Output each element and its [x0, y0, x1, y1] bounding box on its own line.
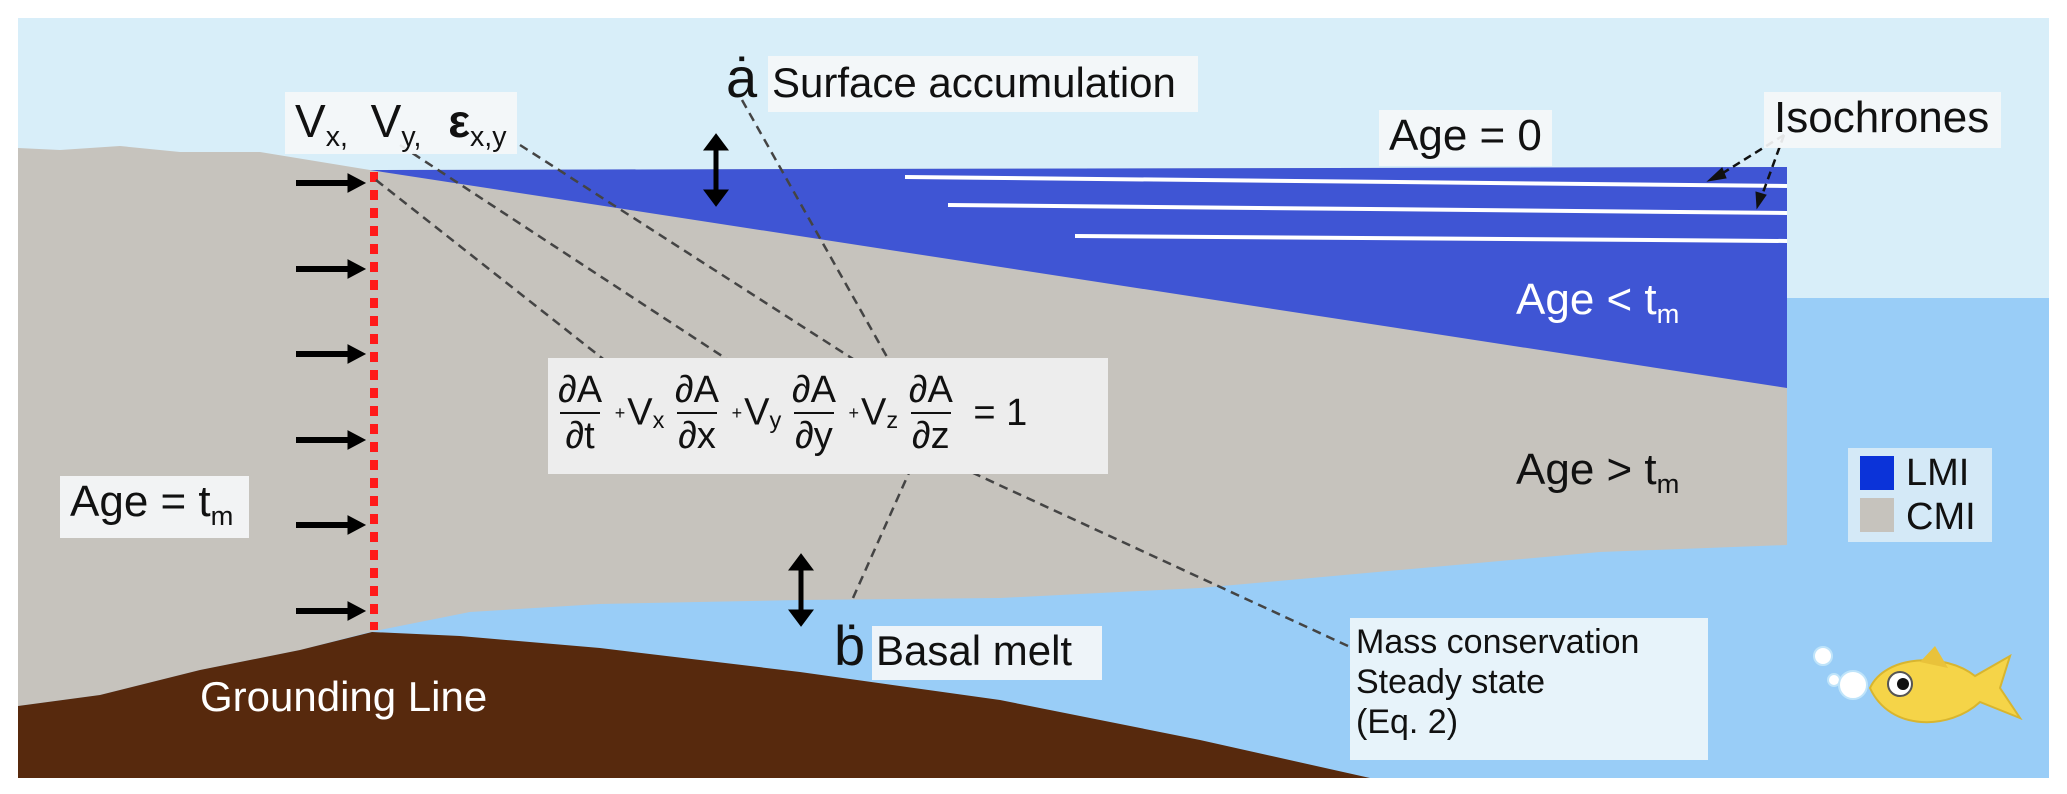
age-zero-label: Age = 0 [1379, 110, 1552, 166]
steady-state-line: Steady state [1356, 663, 1546, 701]
eq-rhs: = 1 [973, 391, 1028, 434]
strain-sub: x,y [470, 121, 507, 154]
equation-pointer-lines [375, 99, 1349, 648]
eq-ref-line: (Eq. 2) [1356, 703, 1459, 741]
isochrones-label: Isochrones [1764, 92, 2002, 148]
basal-melt-arrow [788, 553, 814, 627]
isochrone-line-3 [1074, 234, 1788, 243]
legend-label-lmi: LMI [1906, 452, 1970, 494]
eq-vy-sub: y [769, 407, 782, 434]
legend-swatch-lmi [1860, 456, 1894, 490]
eq-vy: V [744, 391, 770, 434]
isochrone-line-1 [904, 175, 1788, 188]
legend-swatch-cmi [1860, 498, 1894, 532]
basal-melt-symbol: ḃ [834, 614, 866, 677]
velocity-vy: V [370, 95, 402, 147]
mass-conservation-box: Mass conservation Steady state (Eq. 2) [1350, 618, 1708, 760]
surface-accumulation-label: Surface accumulation [768, 56, 1198, 112]
surface-accumulation-symbol: ȧ [726, 46, 758, 109]
eq-frac-dady: ∂A∂y [791, 369, 836, 457]
basal-melt-label: Basal melt [872, 626, 1103, 680]
lmi-ice-layer [370, 167, 1787, 388]
strain-symbol: ε [448, 95, 471, 147]
isochrones-pointer-arrows [1706, 133, 1786, 210]
eq-plus-3: + [848, 402, 860, 423]
grounded-ice [18, 146, 370, 706]
age-eq-tm-label: Age = tm [60, 476, 250, 538]
eq-frac-dadt: ∂A∂t [558, 369, 603, 457]
mass-conservation-line: Mass conservation [1356, 623, 1640, 661]
velocity-strain-label: Vx, Vy, εx,y [285, 92, 517, 154]
velocity-vx-sub: x, [325, 121, 348, 154]
inflow-arrows [296, 173, 367, 621]
eq-vz-sub: z [886, 407, 899, 434]
eq-vx-sub: x [652, 407, 665, 434]
velocity-vy-sub: y, [401, 121, 422, 154]
isochrone-line-2 [947, 203, 1788, 215]
legend-label-cmi: CMI [1906, 496, 1976, 538]
eq-frac-dadz: ∂A∂z [908, 369, 953, 457]
eq-plus-2: + [731, 402, 743, 423]
surface-accumulation-arrow [703, 133, 729, 207]
eq-plus-1: + [614, 402, 626, 423]
age-gt-tm-label: Age > tm [1516, 445, 1680, 499]
fish-icon [1813, 646, 2023, 724]
legend: LMI CMI [1848, 448, 1992, 542]
velocity-vx: V [295, 95, 326, 147]
eq-vx: V [627, 391, 653, 434]
eq-vz: V [861, 391, 887, 434]
grounding-line-label: Grounding Line [200, 673, 488, 720]
age-lt-tm-label: Age < tm [1516, 275, 1680, 329]
bedrock [18, 632, 1370, 778]
eq-frac-dadx: ∂A∂x [674, 369, 720, 457]
age-equation: ∂A∂t +Vx ∂A∂x +Vy ∂A∂y +Vz ∂A∂z = 1 [548, 358, 1108, 474]
